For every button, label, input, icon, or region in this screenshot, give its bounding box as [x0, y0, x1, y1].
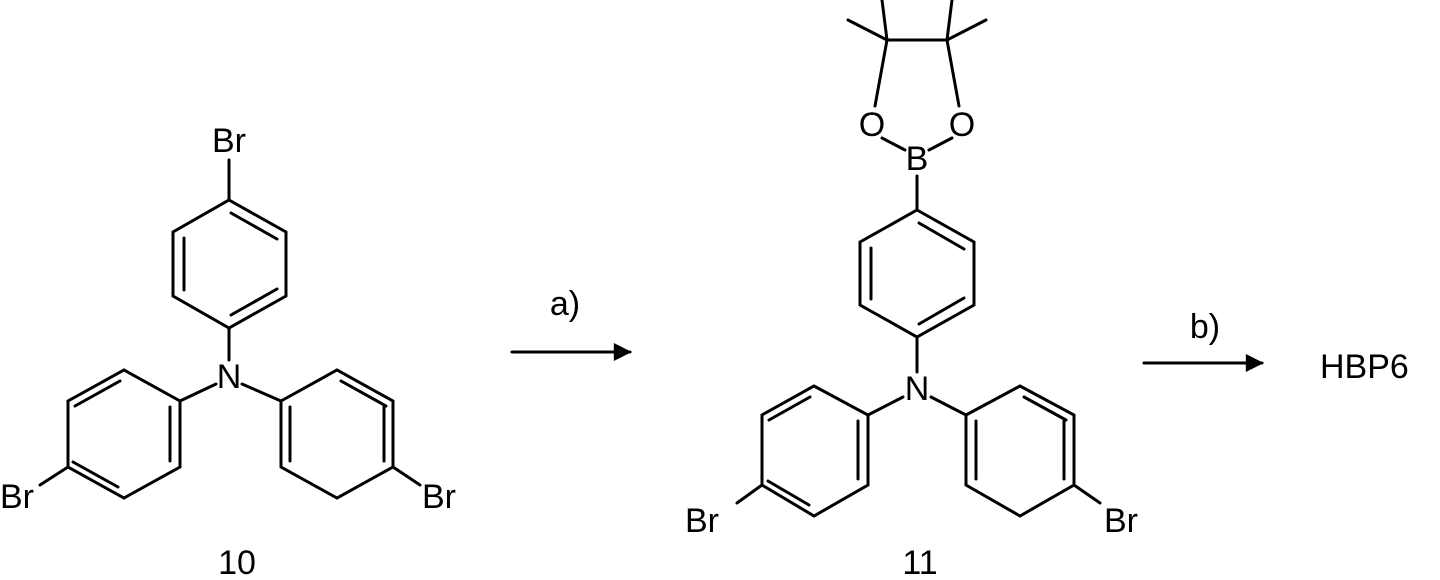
atom-n: N: [217, 358, 242, 396]
step-a-label: a): [550, 285, 580, 323]
bond-n-left: [180, 384, 216, 401]
atom-br-right-11: Br: [1104, 502, 1138, 540]
ring-left-11: [762, 386, 868, 516]
bond-n-right-11: [931, 397, 966, 415]
bond-n-left-11: [868, 397, 903, 415]
atom-o-left: O: [859, 106, 885, 144]
ring-top: [173, 200, 286, 328]
step-b-label: b): [1190, 308, 1220, 346]
step-b: b): [1144, 308, 1262, 363]
compound-label-10: 10: [218, 544, 256, 580]
compound-label-11: 11: [902, 544, 937, 580]
step-a: a): [512, 285, 630, 352]
atom-br-left-11: Br: [685, 502, 719, 540]
ring-left: [68, 370, 180, 498]
ring-top-11: [860, 210, 974, 337]
atom-br-right: Br: [422, 478, 456, 516]
bond-br-right: [393, 467, 420, 485]
bond-br-left-11: [737, 485, 762, 503]
ring-right: [281, 370, 393, 498]
bond-n-right: [242, 384, 281, 401]
atom-b: B: [906, 140, 929, 178]
ring-right-11: [966, 386, 1074, 516]
atom-n-11: N: [905, 370, 930, 408]
bond-br-left: [40, 467, 68, 485]
atom-o-right: O: [949, 106, 975, 144]
product-label: HBP6: [1320, 348, 1409, 386]
atom-br-left: Br: [0, 478, 34, 516]
compound-10: Br N Br Br 10: [0, 122, 456, 580]
atom-br-top: Br: [212, 122, 246, 160]
compound-11: O O B N Br Br: [685, 0, 1138, 580]
bond-br-right-11: [1074, 485, 1100, 503]
